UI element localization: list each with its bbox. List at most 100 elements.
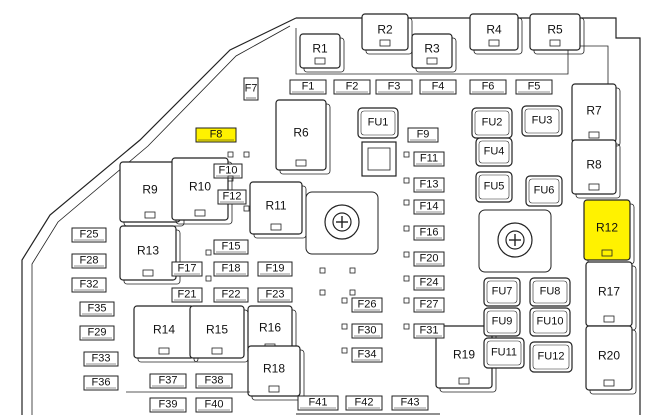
component-label-f23: F23 (265, 288, 285, 301)
empty-socket-inner (367, 147, 391, 171)
component-label-f18: F18 (221, 262, 241, 275)
fuse-f15 (213, 239, 249, 255)
fuse-f11 (413, 151, 445, 167)
maxi-fuse-fu2-inner (474, 110, 510, 136)
component-label-f8: F8 (209, 128, 223, 141)
fuse-f35 (79, 301, 115, 317)
pin-mark-14 (319, 289, 326, 296)
component-label-r9: R9 (142, 182, 158, 197)
pin-mark-8 (403, 323, 410, 330)
relay-r13-latch (142, 269, 154, 277)
fuse-f29 (79, 325, 115, 341)
fuse-f36 (83, 375, 119, 391)
component-label-r8: R8 (586, 157, 602, 172)
relay-r20 (585, 325, 633, 391)
relay-r1-latch (314, 57, 326, 65)
component-label-f25: F25 (79, 228, 99, 241)
pin-mark-6 (403, 275, 410, 282)
maxi-fuse-fu11-inner (486, 340, 522, 366)
maxi-fuse-fu4-inner (478, 140, 510, 164)
maxi-fuse-fu4 (475, 137, 513, 167)
maxi-fuse-fu6 (525, 175, 563, 207)
maxi-fuse-fu8 (529, 277, 571, 307)
component-label-f13: F13 (419, 178, 439, 191)
fuse-f43 (391, 395, 429, 411)
component-label-fu3: FU3 (531, 114, 553, 127)
maxi-fuse-fu12-inner (532, 344, 570, 370)
component-label-f43: F43 (400, 396, 420, 409)
relay-r15 (189, 305, 245, 359)
component-label-r20: R20 (597, 348, 621, 363)
relay-r1 (299, 33, 341, 69)
component-label-f11: F11 (419, 152, 439, 165)
component-label-fu4: FU4 (483, 145, 505, 158)
pin-mark-1 (403, 151, 410, 158)
component-label-r17: R17 (597, 284, 621, 299)
fuse-f4 (419, 79, 457, 95)
maxi-fuse-fu5 (475, 171, 513, 203)
fuse-f34 (351, 347, 383, 363)
maxi-fuse-fu1-inner (360, 110, 396, 136)
component-label-f21: F21 (177, 288, 197, 301)
relay-r2 (361, 13, 409, 51)
component-label-f39: F39 (158, 398, 178, 411)
component-label-f15: F15 (221, 240, 241, 253)
component-label-f36: F36 (91, 376, 111, 389)
pin-mark-20 (205, 249, 212, 256)
component-label-f10: F10 (218, 164, 238, 177)
component-label-f1: F1 (301, 80, 315, 93)
pin-mark-13 (349, 267, 356, 274)
maxi-fuse-fu5-inner (478, 174, 510, 200)
component-label-f42: F42 (354, 396, 374, 409)
housing-outline-left (21, 17, 297, 415)
maxi-fuse-fu10-inner (532, 310, 568, 334)
component-label-f30: F30 (357, 324, 377, 337)
component-label-fu12: FU12 (537, 350, 565, 363)
component-label-f2: F2 (345, 80, 359, 93)
maxi-fuse-fu9-inner (486, 310, 518, 334)
fuse-f1 (289, 79, 327, 95)
component-label-f19: F19 (265, 262, 285, 275)
component-label-r16: R16 (258, 320, 282, 335)
component-label-f22: F22 (221, 288, 241, 301)
fuse-f2 (333, 79, 371, 95)
component-label-r5: R5 (547, 22, 563, 37)
component-label-fu5: FU5 (483, 180, 505, 193)
fuse-f25 (71, 227, 107, 243)
relay-r15-latch (211, 347, 223, 355)
component-label-r3: R3 (424, 41, 440, 56)
maxi-fuse-fu7 (483, 277, 521, 307)
relay-r4-latch (488, 39, 500, 47)
maxi-fuse-fu9 (483, 307, 521, 337)
component-label-f5: F5 (527, 80, 541, 93)
fuse-f39 (149, 397, 187, 413)
relay-r12 (583, 199, 631, 261)
fuse-f21 (171, 287, 203, 303)
component-label-r2: R2 (377, 22, 393, 37)
component-label-f29: F29 (87, 326, 107, 339)
pin-mark-7 (403, 297, 410, 304)
component-label-r12: R12 (595, 220, 619, 235)
component-label-r6: R6 (293, 125, 309, 140)
component-label-f17: F17 (177, 262, 197, 275)
fuse-f26 (351, 297, 383, 313)
empty-socket (361, 141, 397, 177)
component-label-r4: R4 (486, 22, 502, 37)
fuse-f42 (345, 395, 383, 411)
pin-mark-11 (341, 347, 348, 354)
relay-r10-latch (194, 209, 206, 217)
component-label-f41: F41 (308, 396, 328, 409)
component-label-fu2: FU2 (481, 116, 503, 129)
fuse-f41 (297, 395, 339, 411)
fuse-f18 (213, 261, 249, 277)
component-label-f3: F3 (387, 80, 401, 93)
relay-r13 (119, 225, 177, 281)
relay-r11 (249, 181, 303, 235)
maxi-fuse-fu10 (529, 307, 571, 337)
fuse-f5 (515, 79, 553, 95)
relay-r3-latch (426, 57, 438, 65)
pin-mark-5 (403, 251, 410, 258)
component-label-f14: F14 (419, 200, 439, 213)
